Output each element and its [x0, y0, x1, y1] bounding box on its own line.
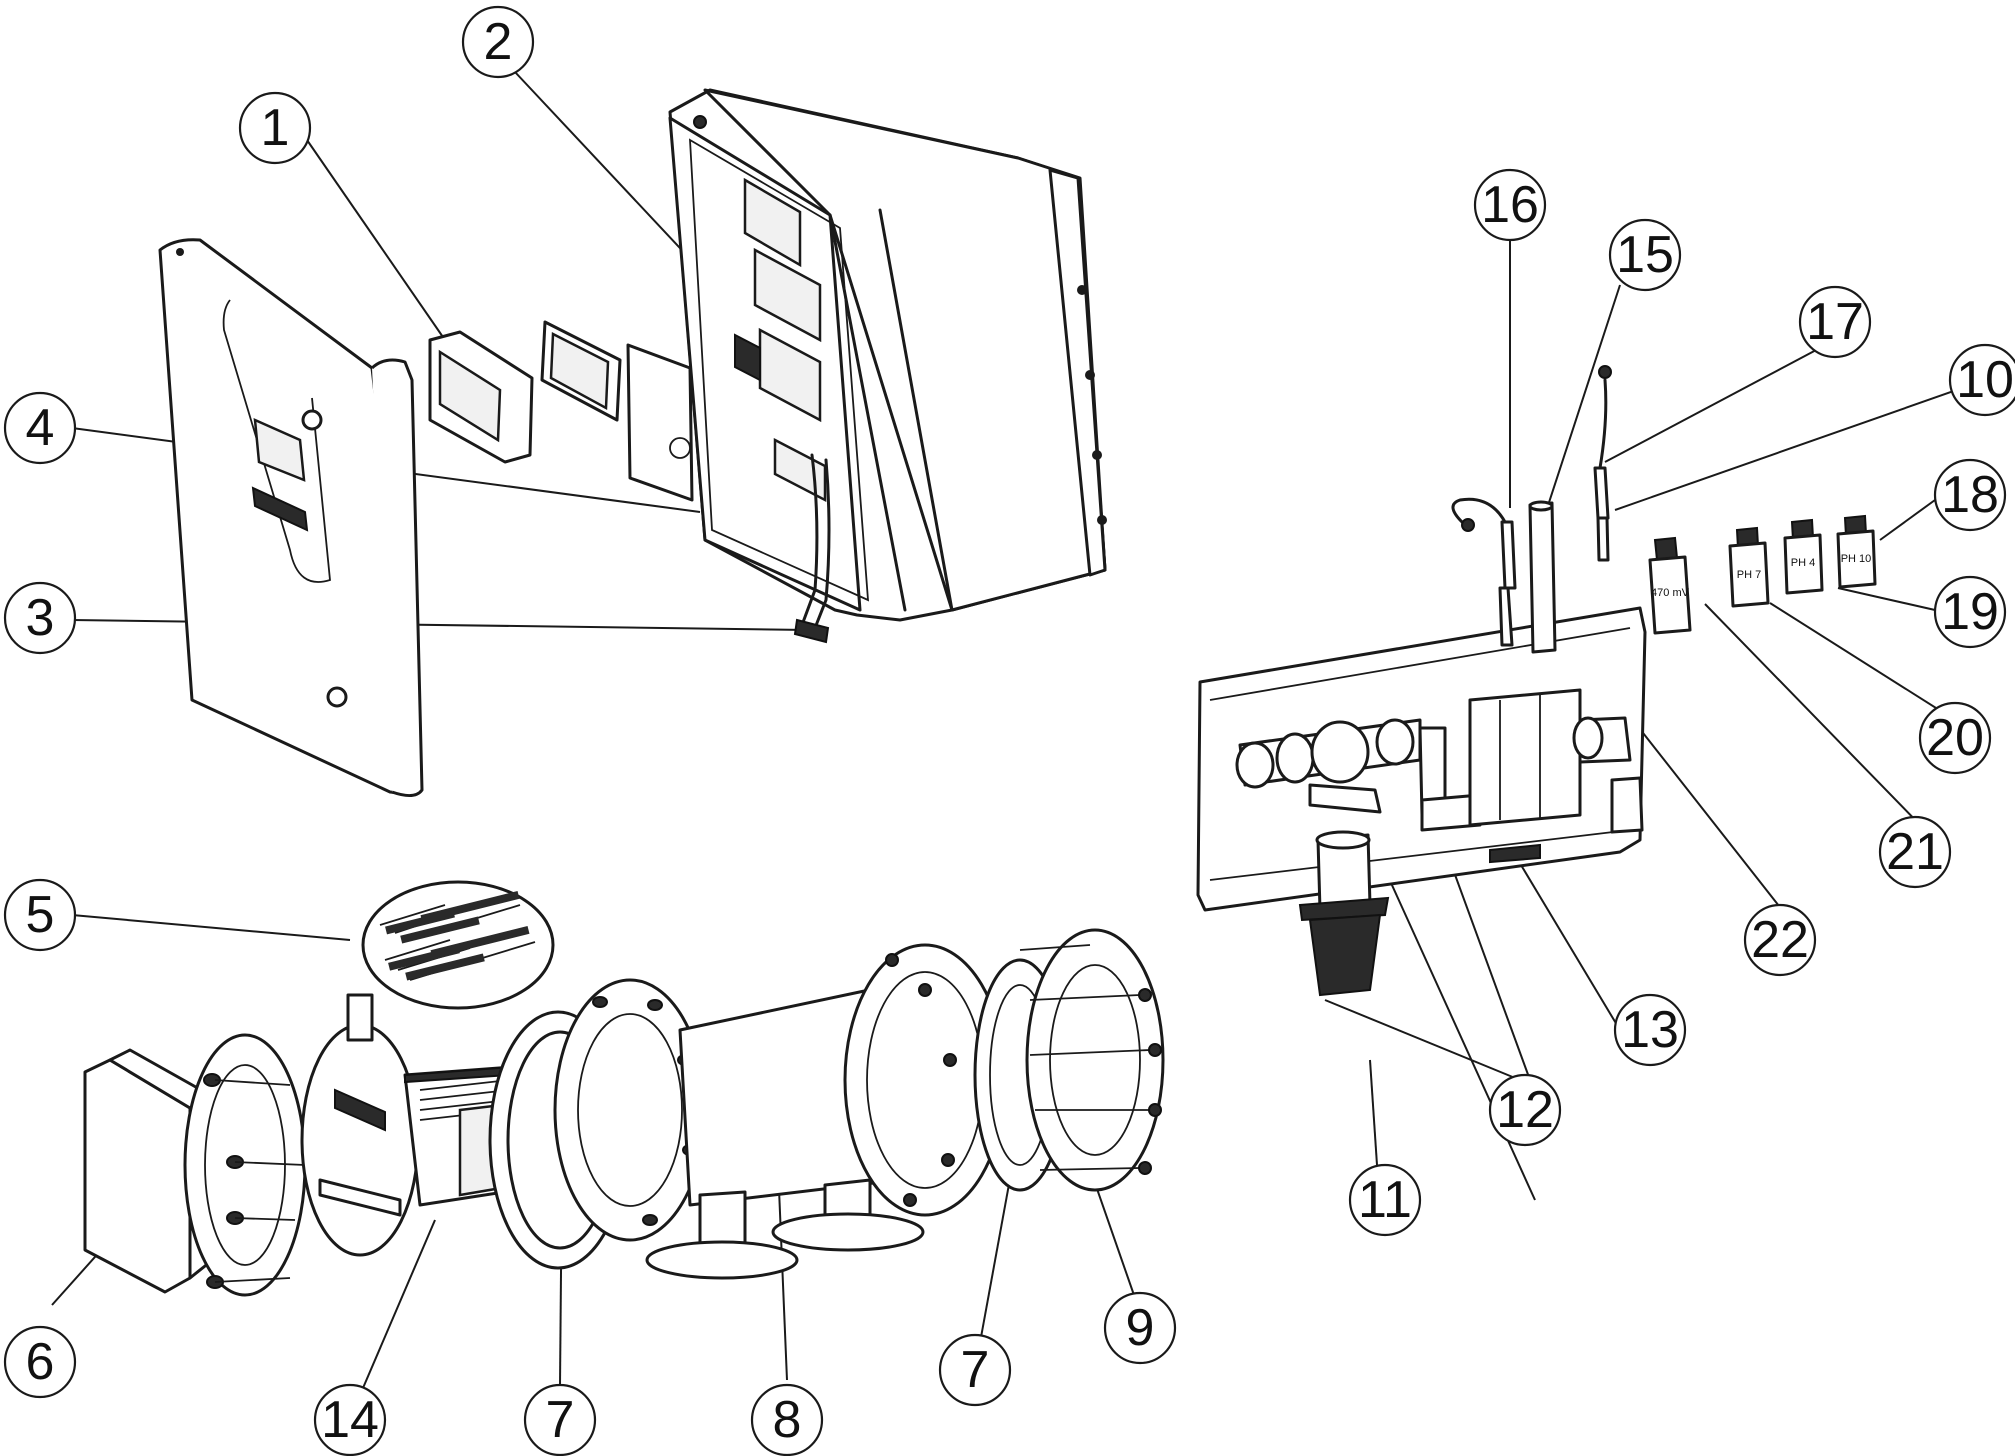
- callout-13: 13: [1613, 993, 1687, 1067]
- svg-text:6: 6: [26, 1333, 55, 1391]
- svg-text:9: 9: [1126, 1299, 1155, 1357]
- callout-7-right: 7: [938, 1333, 1012, 1407]
- callout-3: 3: [3, 581, 77, 655]
- bottle-18: PH 10: [1836, 514, 1877, 589]
- control-cabinet: [626, 88, 1107, 644]
- svg-text:21: 21: [1886, 823, 1944, 881]
- svg-text:18: 18: [1941, 466, 1999, 524]
- svg-text:7: 7: [546, 1391, 575, 1449]
- svg-text:7: 7: [961, 1341, 990, 1399]
- svg-text:20: 20: [1926, 709, 1984, 767]
- svg-text:16: 16: [1481, 176, 1539, 234]
- svg-text:PH 7: PH 7: [1737, 569, 1761, 581]
- callout-22: 22: [1743, 903, 1817, 977]
- svg-text:12: 12: [1496, 1081, 1554, 1139]
- callout-17: 17: [1798, 285, 1872, 359]
- svg-text:15: 15: [1616, 226, 1674, 284]
- svg-text:13: 13: [1621, 1001, 1679, 1059]
- callout-8: 8: [750, 1383, 824, 1456]
- svg-text:17: 17: [1806, 293, 1864, 351]
- buffer-bottles: 470 mV PH 7 PH 4 PH 10: [1648, 514, 1877, 635]
- bottle-20: PH 7: [1728, 526, 1770, 608]
- svg-text:2: 2: [484, 13, 513, 71]
- svg-text:22: 22: [1751, 911, 1809, 969]
- svg-text:1: 1: [261, 99, 290, 157]
- callout-20: 20: [1918, 701, 1992, 775]
- display-module: [428, 320, 622, 464]
- svg-text:PH 4: PH 4: [1791, 557, 1815, 569]
- callout-5: 5: [3, 878, 77, 952]
- callout-18: 18: [1933, 458, 2007, 532]
- callout-19: 19: [1933, 575, 2007, 649]
- bottle-19: PH 4: [1783, 518, 1824, 595]
- callout-21: 21: [1878, 815, 1952, 889]
- callout-16: 16: [1473, 168, 1547, 242]
- callout-6: 6: [3, 1325, 77, 1399]
- callout-4: 4: [3, 391, 77, 465]
- front-door-panel: [158, 238, 424, 797]
- electrolysis-cell-assembly: [83, 928, 1165, 1297]
- callout-1: 1: [238, 91, 312, 165]
- svg-text:PH 10: PH 10: [1841, 553, 1872, 565]
- svg-text:8: 8: [773, 1391, 802, 1449]
- svg-text:11: 11: [1358, 1171, 1412, 1229]
- callout-9: 9: [1103, 1291, 1177, 1365]
- svg-text:3: 3: [26, 589, 55, 647]
- svg-text:4: 4: [26, 399, 55, 457]
- callout-15: 15: [1608, 218, 1682, 292]
- measurement-panel: [1196, 365, 1647, 997]
- callout-14: 14: [313, 1383, 387, 1456]
- bottle-21: 470 mV: [1648, 536, 1692, 635]
- svg-text:5: 5: [26, 886, 55, 944]
- svg-text:19: 19: [1941, 583, 1999, 641]
- svg-text:470 mV: 470 mV: [1651, 587, 1690, 599]
- hardware-kit-bubble: [361, 880, 555, 1010]
- callout-12: 12: [1488, 1073, 1562, 1147]
- callout-10: 10: [1948, 343, 2015, 417]
- callout-11: 11: [1348, 1163, 1422, 1237]
- callouts: 1 2 3 4 5 6 7 7: [3, 5, 2015, 1456]
- svg-text:10: 10: [1956, 351, 2014, 409]
- callout-2: 2: [461, 5, 535, 79]
- svg-text:14: 14: [321, 1391, 379, 1449]
- callout-7-left: 7: [523, 1383, 597, 1456]
